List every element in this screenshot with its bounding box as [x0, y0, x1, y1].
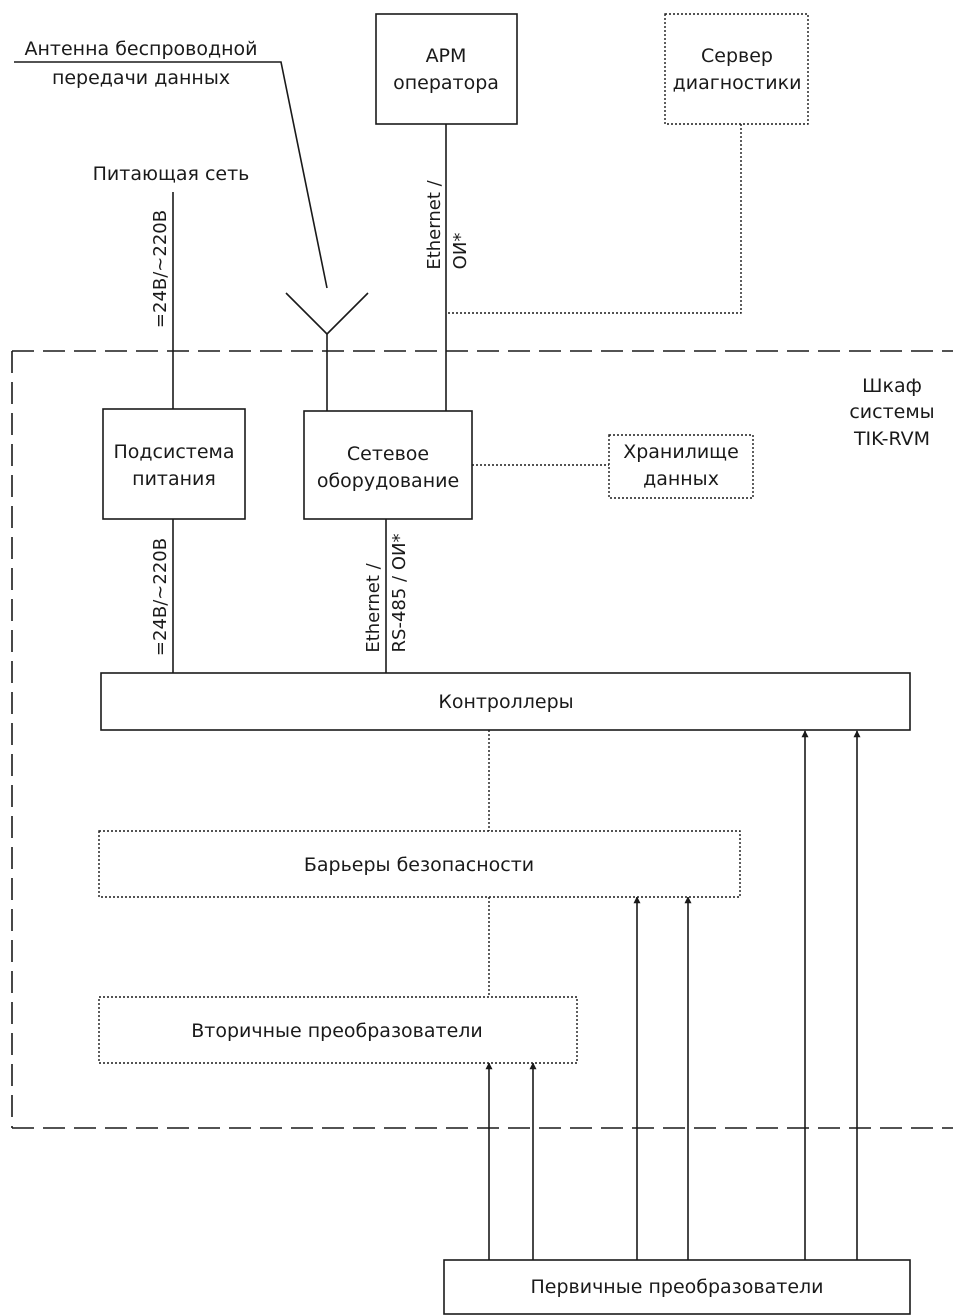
- node-primary-converters: Первичные преобразователи: [443, 1259, 911, 1315]
- cabinet-boundary: [11, 350, 953, 1129]
- node-secondary-converters-label: Вторичные преобразователи: [191, 1020, 483, 1042]
- node-primary-converters-label: Первичные преобразователи: [531, 1276, 824, 1298]
- node-network-equipment-line2: оборудование: [317, 470, 459, 492]
- edge-label-power-out: =24В/~220В: [150, 538, 171, 656]
- cabinet-label: Шкаф системы TIK-RVM: [849, 375, 934, 450]
- node-controllers-label: Контроллеры: [438, 691, 573, 713]
- node-controllers: Контроллеры: [100, 672, 911, 731]
- antenna-icon: [285, 292, 369, 411]
- antenna-label: Антенна беспроводной передачи данных: [24, 38, 257, 89]
- edge-label-arm-link-line1: Ethernet /: [424, 179, 445, 269]
- antenna-label-line1: Антенна беспроводной: [24, 38, 257, 60]
- cabinet-label-line2: системы: [849, 401, 934, 423]
- edge-label-controllers-link-line2: RS-485 / ОИ*: [389, 534, 410, 653]
- node-safety-barriers-label: Барьеры безопасности: [304, 854, 534, 876]
- antenna-callout-leader: [14, 61, 328, 289]
- node-diagnostics-server-line2: диагностики: [673, 72, 802, 94]
- node-data-storage-line1: Хранилище: [623, 441, 739, 463]
- node-diagnostics-server: Сервер диагностики: [664, 13, 809, 125]
- node-power-subsystem: Подсистема питания: [102, 408, 246, 520]
- edge-label-arm-link-line2: ОИ*: [450, 233, 471, 270]
- node-arm-operator-line1: АРМ: [426, 45, 467, 67]
- node-diagnostics-server-line1: Сервер: [701, 45, 773, 67]
- node-arm-operator-line2: оператора: [393, 72, 499, 94]
- antenna-label-line2: передачи данных: [52, 67, 230, 89]
- node-data-storage-line2: данных: [643, 468, 719, 490]
- node-safety-barriers: Барьеры безопасности: [98, 830, 741, 898]
- power-grid-label: Питающая сеть: [93, 163, 250, 185]
- cabinet-label-line3: TIK-RVM: [853, 428, 930, 450]
- node-power-subsystem-line1: Подсистема: [113, 441, 234, 463]
- node-arm-operator: АРМ оператора: [375, 13, 518, 125]
- node-network-equipment-line1: Сетевое: [347, 443, 429, 465]
- node-network-equipment: Сетевое оборудование: [303, 410, 473, 520]
- edge-label-power-in: =24В/~220В: [150, 210, 171, 328]
- node-secondary-converters: Вторичные преобразователи: [98, 996, 578, 1064]
- cabinet-label-line1: Шкаф: [862, 375, 922, 397]
- node-data-storage: Хранилище данных: [608, 434, 754, 499]
- edge-server-to-arm-link: [446, 124, 742, 314]
- edge-label-controllers-link-line1: Ethernet /: [363, 562, 384, 652]
- node-power-subsystem-line2: питания: [132, 468, 216, 490]
